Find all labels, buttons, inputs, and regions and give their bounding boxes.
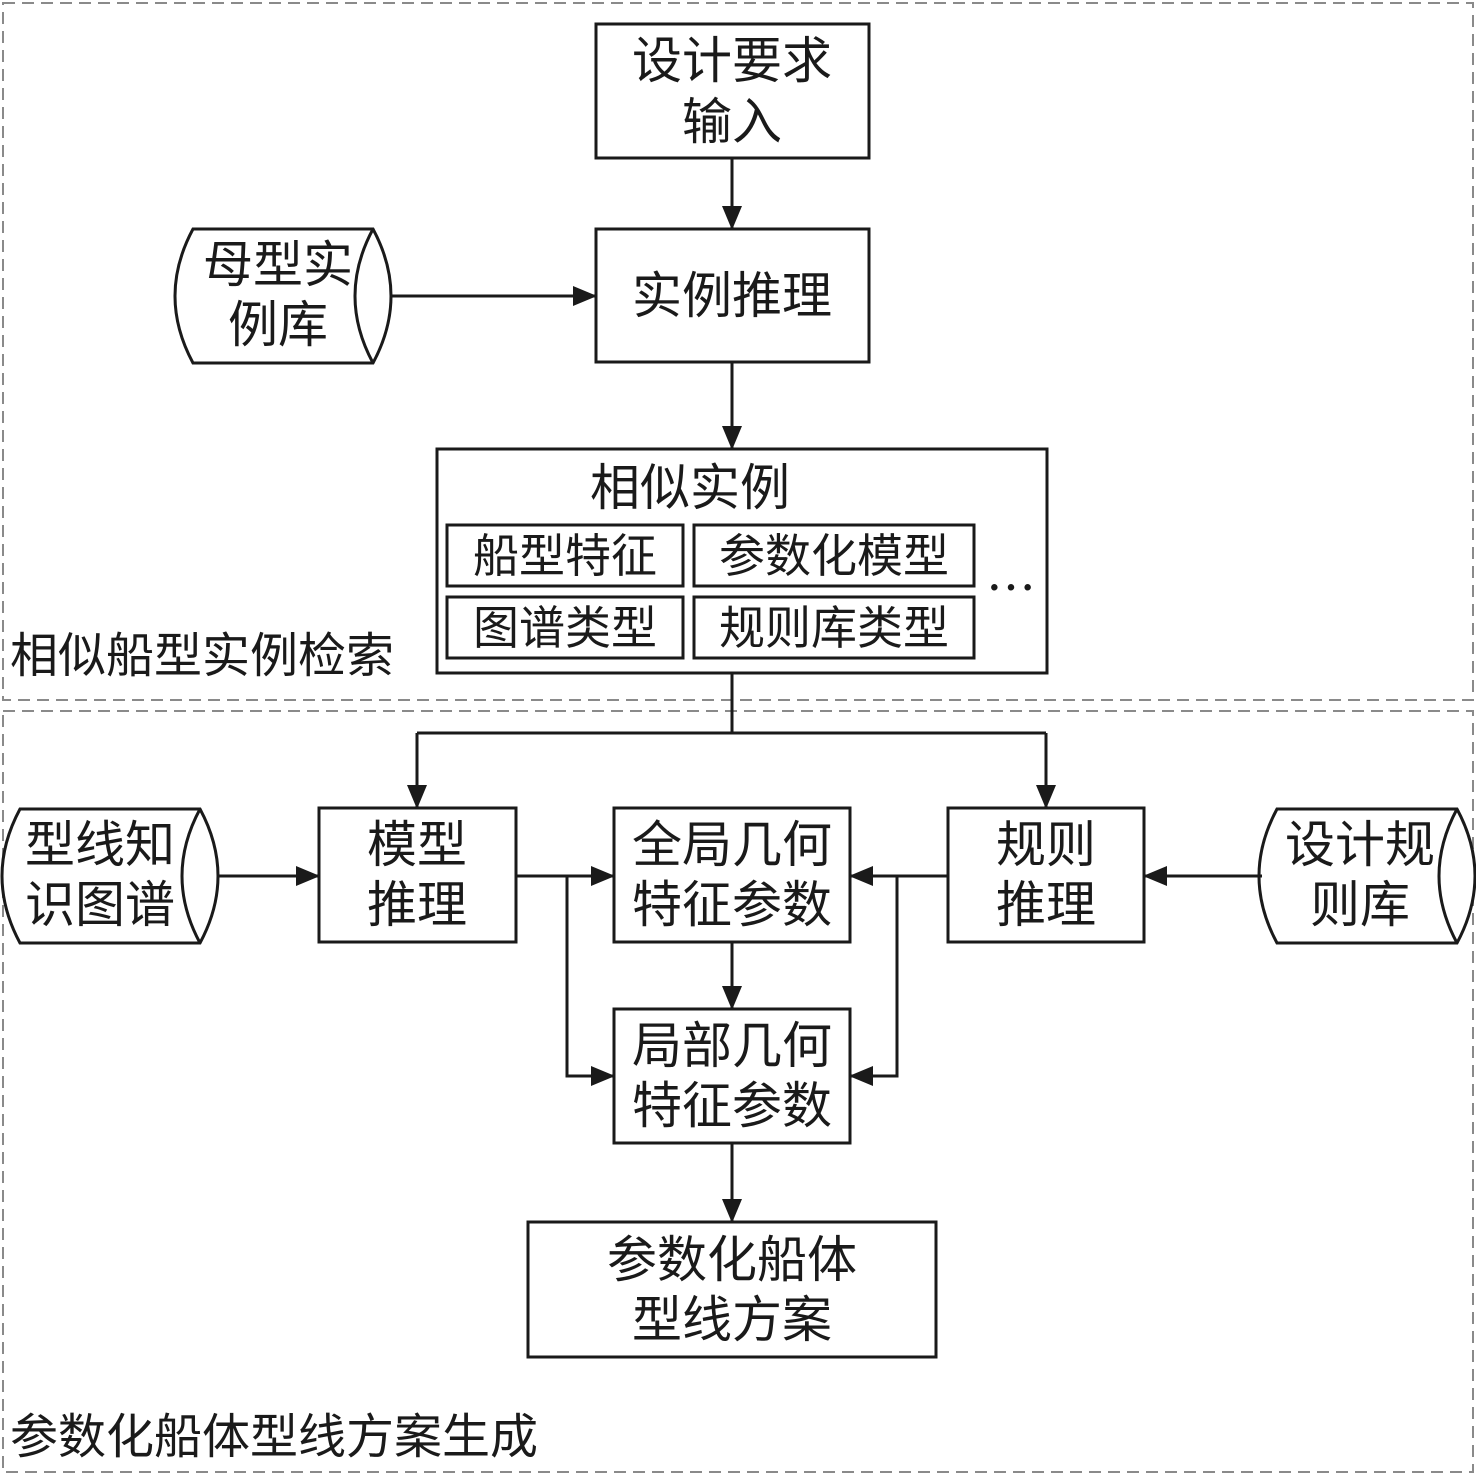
connector-similar-split [417, 673, 1046, 735]
similar-cases-title: 相似实例 [590, 459, 790, 517]
rule-library-type-label: 规则库类型 [719, 601, 949, 655]
lines-knowledge-graph-cylinder: 型线知 识图谱 [0, 807, 220, 945]
more-items-ellipsis: … [986, 544, 1036, 602]
global-geometry-box: 全局几何 特征参数 [612, 806, 852, 944]
hull-scheme-box: 参数化船体 型线方案 [526, 1220, 938, 1359]
parent-case-library-cylinder: 母型实 例库 [173, 227, 393, 365]
rule-reasoning-line1: 规则 [996, 816, 1096, 874]
arrow-model-to-local [565, 876, 615, 1086]
hull-feature-cell [445, 523, 685, 588]
graph-type-cell [445, 595, 685, 660]
generation-region-label: 参数化船体型线方案生成 [10, 1409, 538, 1465]
design-rule-library-cylinder: 设计规 则库 [1257, 807, 1476, 945]
model-reasoning-box: 模型 推理 [317, 806, 518, 944]
hull-scheme-line1: 参数化船体 [607, 1231, 857, 1289]
design-input-box: 设计要求 输入 [594, 22, 871, 160]
local-geometry-line2: 特征参数 [632, 1077, 832, 1135]
parametric-model-cell [692, 523, 976, 588]
lines-knowledge-graph-line1: 型线知 [25, 816, 175, 874]
local-geometry-box: 局部几何 特征参数 [612, 1007, 852, 1145]
hull-feature-label: 船型特征 [473, 529, 657, 583]
rule-library-type-cell [692, 595, 976, 660]
model-reasoning-line2: 推理 [367, 876, 467, 934]
retrieval-region-label: 相似船型实例检索 [10, 628, 394, 684]
global-geometry-line1: 全局几何 [632, 816, 832, 874]
parent-case-library-line2: 例库 [228, 296, 328, 354]
global-geometry-line2: 特征参数 [632, 876, 832, 934]
design-rule-library-line2: 则库 [1310, 876, 1410, 934]
design-rule-library-line1: 设计规 [1285, 816, 1435, 874]
graph-type-label: 图谱类型 [473, 601, 657, 655]
arrow-rule-to-local [849, 876, 899, 1086]
model-reasoning-line1: 模型 [367, 816, 467, 874]
lines-knowledge-graph-line2: 识图谱 [25, 876, 175, 934]
rule-reasoning-line2: 推理 [996, 876, 1096, 934]
design-input-line2: 输入 [682, 93, 782, 151]
rule-reasoning-box: 规则 推理 [946, 806, 1146, 944]
local-geometry-line1: 局部几何 [632, 1017, 832, 1075]
parametric-model-label: 参数化模型 [719, 529, 949, 583]
generation-region [2, 710, 1474, 1473]
similar-cases-box: 相似实例 船型特征 参数化模型 图谱类型 规则库类型 … [435, 447, 1049, 675]
case-reasoning-label: 实例推理 [632, 267, 832, 325]
hull-scheme-line2: 型线方案 [632, 1291, 832, 1349]
case-reasoning-box: 实例推理 [594, 227, 871, 364]
design-input-line1: 设计要求 [632, 32, 832, 90]
parent-case-library-line1: 母型实 [203, 236, 353, 294]
